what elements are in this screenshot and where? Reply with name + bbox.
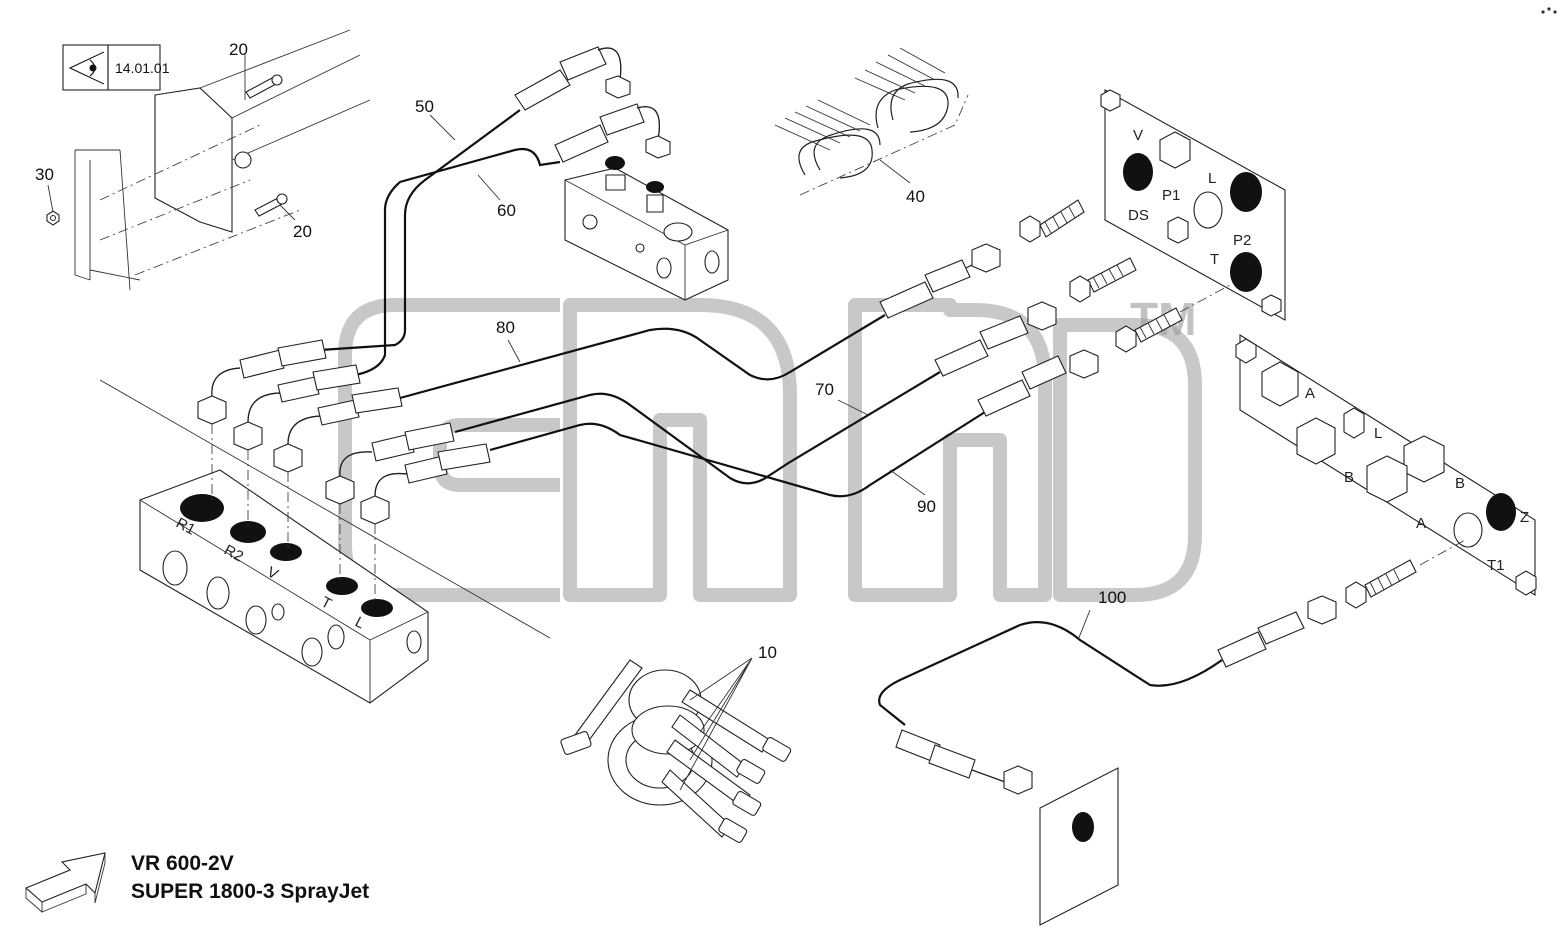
port-label-b2: B — [1455, 475, 1465, 492]
callout-70: 70 — [815, 380, 834, 399]
model-line-2: SUPER 1800-3 SprayJet — [131, 880, 369, 903]
callout-20a: 20 — [229, 40, 248, 59]
port-label-ds: DS — [1128, 207, 1149, 224]
callout-10: 10 — [758, 643, 777, 662]
hose-70 — [454, 301, 1057, 485]
corner-mark-icon — [1541, 7, 1557, 14]
port-label-p1: P1 — [1162, 187, 1180, 204]
connector-plate-top: V P1 L DS P2 T — [1100, 89, 1286, 321]
upper-valve-block — [564, 156, 729, 301]
lower-valve-block: R1 R2 V T L — [99, 379, 551, 704]
callouts: 20 20 30 50 60 40 80 70 90 100 10 — [35, 40, 1126, 662]
hose-clamps — [774, 47, 969, 196]
port-label-t1: T1 — [1487, 557, 1505, 574]
direction-arrow-icon — [24, 852, 106, 913]
hose-fittings-left — [197, 339, 491, 525]
callout-90: 90 — [917, 497, 936, 516]
callout-80: 80 — [496, 318, 515, 337]
port-label-z: Z — [1520, 509, 1529, 526]
reference-number: 14.01.01 — [115, 60, 170, 76]
port-label-p2: P2 — [1233, 232, 1251, 249]
callout-30: 30 — [35, 165, 54, 184]
watermark: TM — [338, 293, 1202, 602]
callout-40: 40 — [906, 187, 925, 206]
callout-leaders — [47, 55, 1091, 641]
bulkhead-unions — [1019, 199, 1231, 353]
port-label-l2: L — [1374, 425, 1382, 442]
hose-60 — [354, 103, 671, 377]
port-label-b: B — [1344, 469, 1354, 486]
hose-50 — [319, 46, 631, 352]
callout-20b: 20 — [293, 222, 312, 241]
reference-box: 14.01.01 — [62, 44, 170, 91]
nut — [46, 210, 60, 226]
port-label-v: V — [1133, 127, 1143, 144]
callout-100: 100 — [1098, 588, 1126, 607]
frame-bracket — [46, 29, 371, 291]
port-label-l: L — [1208, 170, 1216, 187]
callout-60: 60 — [497, 201, 516, 220]
callout-50: 50 — [415, 97, 434, 116]
eye-icon — [68, 51, 105, 85]
hose-100 — [878, 539, 1466, 926]
hose-90 — [489, 349, 1099, 498]
port-label-a2: A — [1416, 515, 1426, 532]
port-label-t: T — [1210, 251, 1219, 268]
bolt — [245, 74, 283, 99]
hose-80 — [399, 243, 1001, 400]
bolt — [254, 193, 288, 217]
model-line-1: VR 600-2V — [131, 852, 234, 875]
cable-straps — [560, 657, 792, 843]
port-label-a: A — [1305, 385, 1315, 402]
connector-plate-right: A L B B A Z T1 — [1235, 334, 1537, 596]
